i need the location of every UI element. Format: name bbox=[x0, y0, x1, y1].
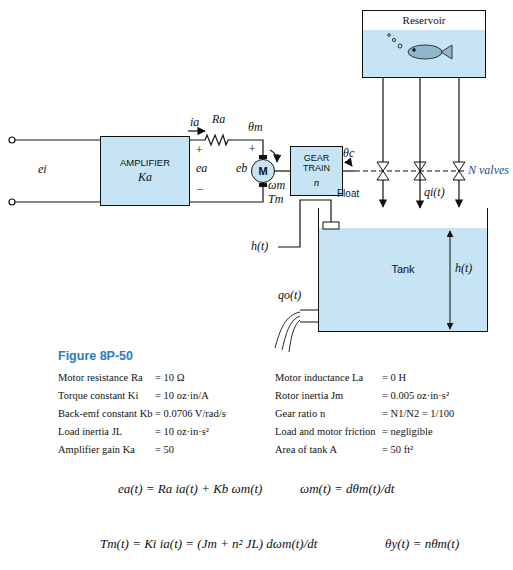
connector bbox=[419, 78, 420, 208]
outflow-stream bbox=[275, 312, 300, 352]
drawing-part bbox=[441, 45, 452, 59]
signal-label: ia bbox=[190, 116, 199, 130]
table-cell: Torque constant Ki bbox=[58, 390, 138, 402]
table-cell: = 10 oz·in·s² bbox=[155, 426, 209, 438]
table-cell: Back-emf constant Kb bbox=[58, 408, 152, 420]
signal-label: ea bbox=[196, 162, 207, 176]
figure-number: Figure 8P-50 bbox=[58, 349, 133, 363]
node-parameter: n bbox=[314, 176, 320, 188]
drawing-part bbox=[282, 316, 300, 350]
table-cell: = 10 oz·in/A bbox=[155, 390, 209, 402]
table-cell: = 10 Ω bbox=[155, 372, 184, 384]
table-cell: = 0.0706 V/rad/s bbox=[155, 408, 226, 420]
fish bbox=[388, 34, 452, 59]
signal-label: eb bbox=[236, 162, 247, 176]
valve-symbol bbox=[453, 171, 465, 180]
node-title: M bbox=[258, 165, 267, 177]
signal-label: N valves bbox=[468, 164, 509, 178]
valve-symbol bbox=[377, 162, 389, 171]
table-cell: = negligible bbox=[382, 426, 433, 438]
table-cell: Area of tank A bbox=[275, 444, 337, 456]
float bbox=[323, 222, 339, 229]
drawing-part bbox=[289, 320, 300, 352]
amplifier-box: AMPLIFIER Ka bbox=[100, 136, 190, 206]
node-parameter: Ka bbox=[138, 171, 152, 184]
table-cell: Motor inductance La bbox=[275, 372, 363, 384]
table-cell: = N1/N2 = 1/100 bbox=[382, 408, 454, 420]
equation: θy(t) = nθm(t) bbox=[385, 537, 459, 552]
level-arrow bbox=[450, 231, 451, 329]
table-cell: Load and motor friction bbox=[275, 426, 376, 438]
table-cell: Load inertia JL bbox=[58, 426, 122, 438]
gear-train-box: GEAR TRAIN n bbox=[290, 146, 343, 196]
rotation-arrow bbox=[345, 162, 352, 166]
equation: ωm(t) = dθm(t)/dt bbox=[300, 482, 394, 497]
tank-water bbox=[319, 228, 487, 331]
signal-label: θc bbox=[343, 147, 354, 161]
drawing-part bbox=[392, 38, 395, 41]
drawing-part bbox=[398, 44, 402, 48]
node-title: Reservoir bbox=[403, 14, 446, 26]
signal-label: Float bbox=[337, 188, 359, 200]
table-cell: Rotor inertia Jm bbox=[275, 390, 343, 402]
input-terminal bbox=[9, 137, 15, 143]
table-cell: = 50 ft² bbox=[382, 444, 413, 456]
signal-label: ωm bbox=[268, 179, 285, 193]
input-wire bbox=[15, 201, 100, 202]
resistor-wire bbox=[190, 135, 263, 159]
signal-label: Tm bbox=[268, 193, 283, 207]
signal-label: h(t) bbox=[455, 262, 472, 276]
equation: Tm(t) = Ki ia(t) = (Jm + n² JL) dωm(t)/d… bbox=[100, 537, 317, 552]
valve-linkage bbox=[355, 170, 466, 171]
table-cell: = 0.005 oz·in·s² bbox=[382, 390, 449, 402]
signal-label: Ra bbox=[212, 113, 225, 127]
drawing-part bbox=[413, 49, 416, 52]
current-arrow bbox=[188, 130, 205, 131]
table-cell: = 0 H bbox=[382, 372, 406, 384]
table-cell: Motor resistance Ra bbox=[58, 372, 143, 384]
signal-label: + bbox=[195, 144, 203, 158]
table-cell: = 50 bbox=[155, 444, 174, 456]
reservoir-water bbox=[363, 30, 485, 77]
pipe bbox=[382, 78, 383, 207]
input-wire bbox=[15, 139, 100, 140]
signal-label: θm bbox=[248, 121, 263, 135]
circuit-wires bbox=[9, 131, 466, 205]
connector bbox=[190, 183, 263, 202]
signal-label: qo(t) bbox=[278, 289, 301, 303]
outlet-pipe bbox=[300, 310, 318, 322]
signal-label: ei bbox=[38, 163, 47, 177]
input-terminal bbox=[9, 199, 15, 205]
pipe bbox=[458, 78, 459, 207]
signal-label: − bbox=[196, 183, 204, 197]
node-title: AMPLIFIER bbox=[120, 158, 170, 168]
valve-symbol bbox=[453, 162, 465, 171]
valve-symbol bbox=[377, 171, 389, 180]
drawing-part bbox=[408, 45, 442, 59]
signal-label: h(t) bbox=[251, 240, 268, 254]
node-title: GEAR TRAIN bbox=[291, 154, 342, 174]
table-cell: Amplifier gain Ka bbox=[58, 444, 135, 456]
node-title: Tank bbox=[391, 263, 414, 275]
drawing-part bbox=[388, 34, 391, 37]
connector bbox=[275, 170, 290, 171]
rotation-arrow bbox=[270, 150, 277, 162]
signal-label: + bbox=[248, 143, 256, 157]
table-cell: Gear ratio n bbox=[275, 408, 325, 420]
valves bbox=[377, 162, 465, 180]
signal-label: qi(t) bbox=[424, 186, 445, 200]
pipes bbox=[383, 78, 459, 207]
equation: ea(t) = Ra ia(t) + Kb ωm(t) bbox=[118, 482, 262, 497]
reservoir-box: Reservoir bbox=[362, 10, 486, 78]
